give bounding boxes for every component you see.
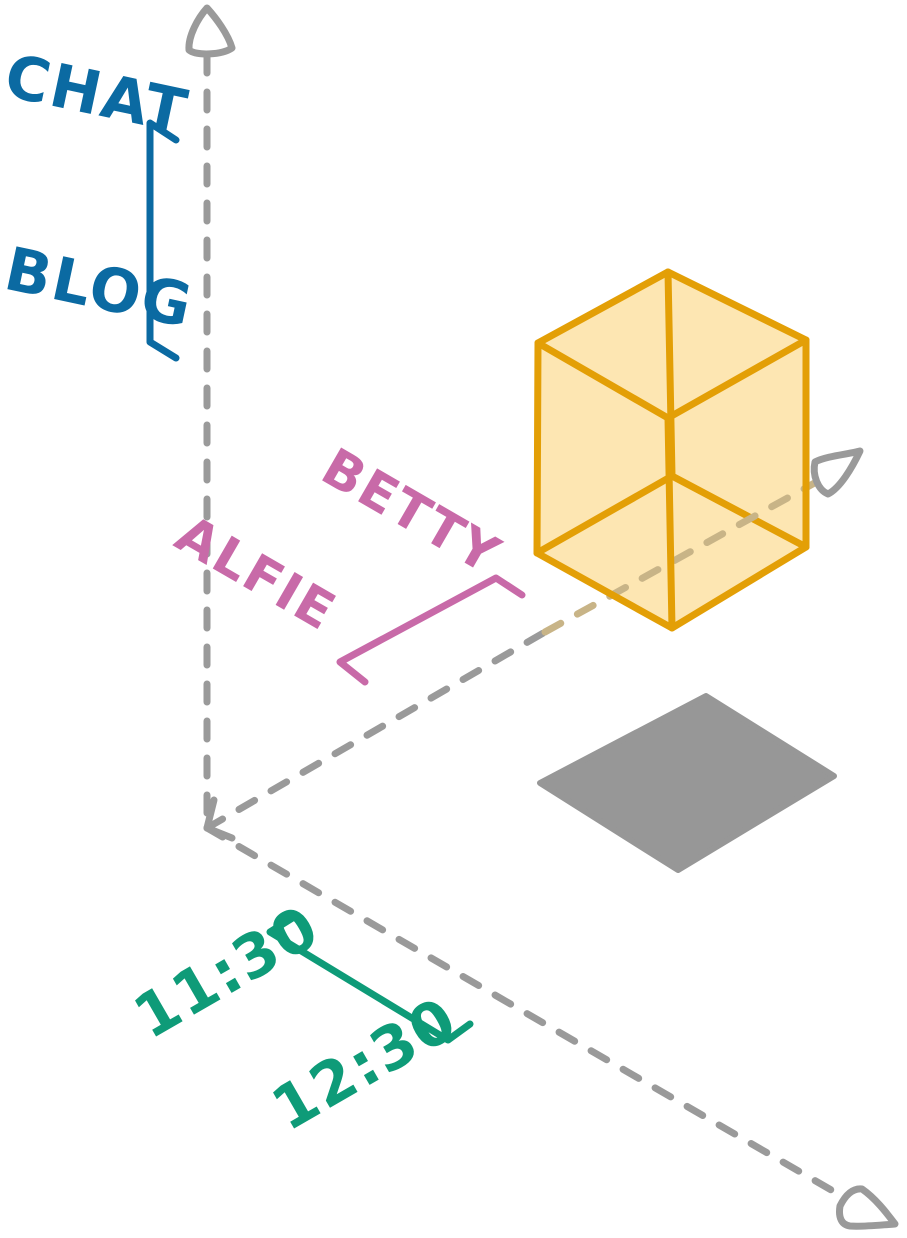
cube — [533, 268, 824, 636]
axis-label-1230: 12:30 — [261, 984, 470, 1145]
person-range-bracket — [336, 574, 526, 686]
vertical-axis-arrow-icon — [185, 4, 236, 58]
time-range-bracket — [266, 913, 474, 1044]
content-axis-labels: CHAT BLOG — [0, 41, 199, 362]
origin-chevron-icon — [203, 796, 236, 842]
time-axis-line — [203, 824, 849, 1202]
cube-shadow — [537, 693, 837, 873]
cube-back-edge — [668, 472, 810, 551]
cube-back-edge — [533, 472, 676, 557]
axis-label-alfie: ALFIE — [166, 504, 346, 643]
cube-outline — [533, 268, 810, 632]
axes — [185, 4, 899, 1230]
time-axis-arrow-icon — [836, 1185, 899, 1230]
content-range-bracket — [146, 119, 180, 362]
axis-label-blog: BLOG — [0, 234, 199, 342]
person-axis-arrow-icon — [810, 447, 864, 498]
person-axis-line-through-cube — [541, 476, 824, 636]
cube-front-vertical-edge — [664, 414, 676, 632]
person-axis-line — [203, 628, 549, 832]
time-axis-labels: 11:30 12:30 — [123, 892, 474, 1145]
axis-label-1130: 11:30 — [123, 892, 332, 1053]
axis-label-betty: BETTY — [312, 437, 511, 586]
person-axis-labels: BETTY ALFIE — [166, 437, 526, 686]
